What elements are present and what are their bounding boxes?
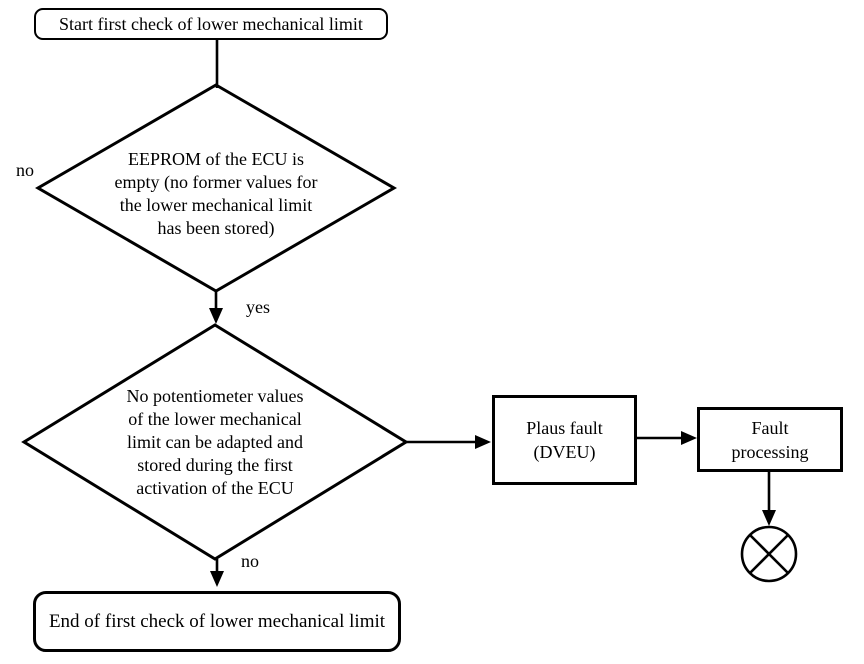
arrow-decision2-to-end	[210, 559, 224, 587]
decision2-text-line: of the lower mechanical	[128, 409, 302, 429]
decision2-text-line: limit can be adapted and	[127, 432, 303, 452]
fault-processing-label-line: processing	[731, 441, 809, 462]
crossed-circle-icon	[740, 525, 798, 583]
decision2-text-line: activation of the ECU	[136, 478, 294, 498]
decision2-text: No potentiometer values of the lower mec…	[65, 385, 365, 500]
plaus-fault-node: Plaus fault (DVEU)	[492, 395, 637, 485]
edge-label-decision1-yes: yes	[246, 297, 270, 317]
edge-label-decision2-no: no	[241, 551, 259, 571]
arrow-decision1-to-decision2	[209, 291, 223, 324]
decision2-text-line: stored during the first	[137, 455, 293, 475]
arrow-fault-processing-to-terminator	[762, 472, 776, 526]
decision1-text-line: empty (no former values for	[114, 172, 318, 192]
end-node-label: End of first check of lower mechanical l…	[48, 610, 386, 632]
fault-processing-label: Fault processing	[732, 416, 809, 464]
decision1-text: EEPROM of the ECU is empty (no former va…	[66, 148, 366, 240]
plaus-fault-label: Plaus fault (DVEU)	[526, 416, 603, 464]
arrow-decision2-to-plaus-fault	[406, 435, 491, 449]
decision1-text-line: EEPROM of the ECU is	[127, 149, 304, 169]
start-node: Start first check of lower mechanical li…	[34, 8, 388, 40]
decision2-text-line: No potentiometer values	[126, 386, 304, 406]
plaus-fault-label-line: Plaus fault	[526, 418, 603, 438]
fault-processing-label-line: Fault	[751, 417, 789, 438]
decision1-text-line: the lower mechanical limit	[119, 195, 313, 215]
decision2-diamond	[21, 323, 409, 561]
end-node: End of first check of lower mechanical l…	[33, 591, 401, 652]
plaus-fault-label-line: (DVEU)	[533, 442, 596, 462]
decision1-text-line: has been stored)	[157, 218, 275, 238]
start-node-label: Start first check of lower mechanical li…	[59, 13, 363, 34]
fault-processing-node: Fault processing	[697, 407, 843, 472]
edge-label-decision1-no: no	[16, 160, 34, 180]
arrow-plaus-to-fault-processing	[636, 431, 697, 445]
